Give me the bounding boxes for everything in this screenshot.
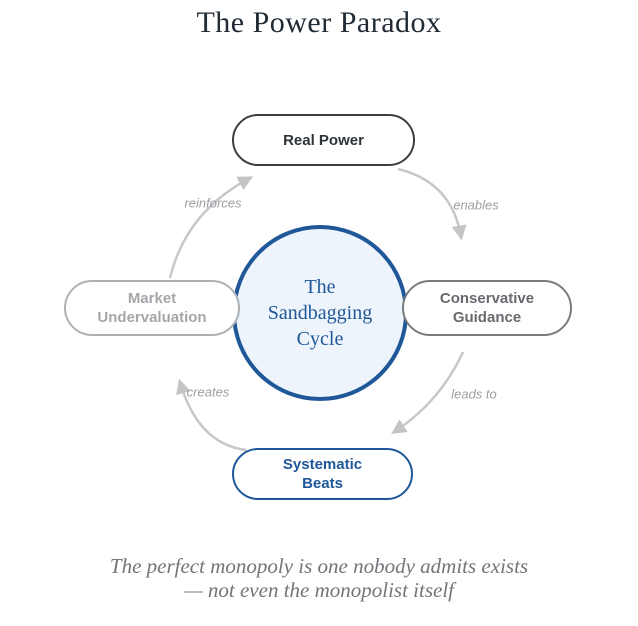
- arrow-enables: [397, 167, 467, 241]
- cycle-center-line: The: [304, 276, 336, 298]
- caption-line: The perfect monopoly is one nobody admit…: [109, 554, 529, 578]
- node-label: Beats: [302, 475, 343, 492]
- node-label: Real Power: [283, 131, 364, 149]
- node-conservative-guidance: Conservative Guidance: [402, 280, 572, 336]
- edge-label-reinforces: reinforces: [184, 195, 242, 211]
- caption-line: — not even the monopolist itself: [183, 578, 455, 602]
- cycle-center-circle: The Sandbagging Cycle: [232, 225, 408, 401]
- node-label: Undervaluation: [97, 309, 207, 326]
- node-label: Conservative: [439, 290, 535, 307]
- cycle-center-line: Cycle: [296, 328, 344, 350]
- cycle-center-line: Sandbagging: [267, 302, 373, 324]
- edge-label-creates: creates: [186, 384, 230, 400]
- node-market-undervaluation: Market Undervaluation: [64, 280, 240, 336]
- node-label: Systematic: [282, 456, 363, 473]
- node-systematic-beats: Systematic Beats: [232, 448, 413, 500]
- edge-label-leads-to: leads to: [451, 386, 497, 402]
- arrow-reinforces: [168, 176, 254, 279]
- edge-label-enables: enables: [453, 197, 499, 213]
- page-title: The Power Paradox: [196, 6, 442, 39]
- node-label: Guidance: [452, 309, 522, 326]
- caption: The perfect monopoly is one nobody admit…: [0, 554, 638, 602]
- node-label: Market: [127, 290, 177, 307]
- node-real-power: Real Power: [232, 114, 415, 166]
